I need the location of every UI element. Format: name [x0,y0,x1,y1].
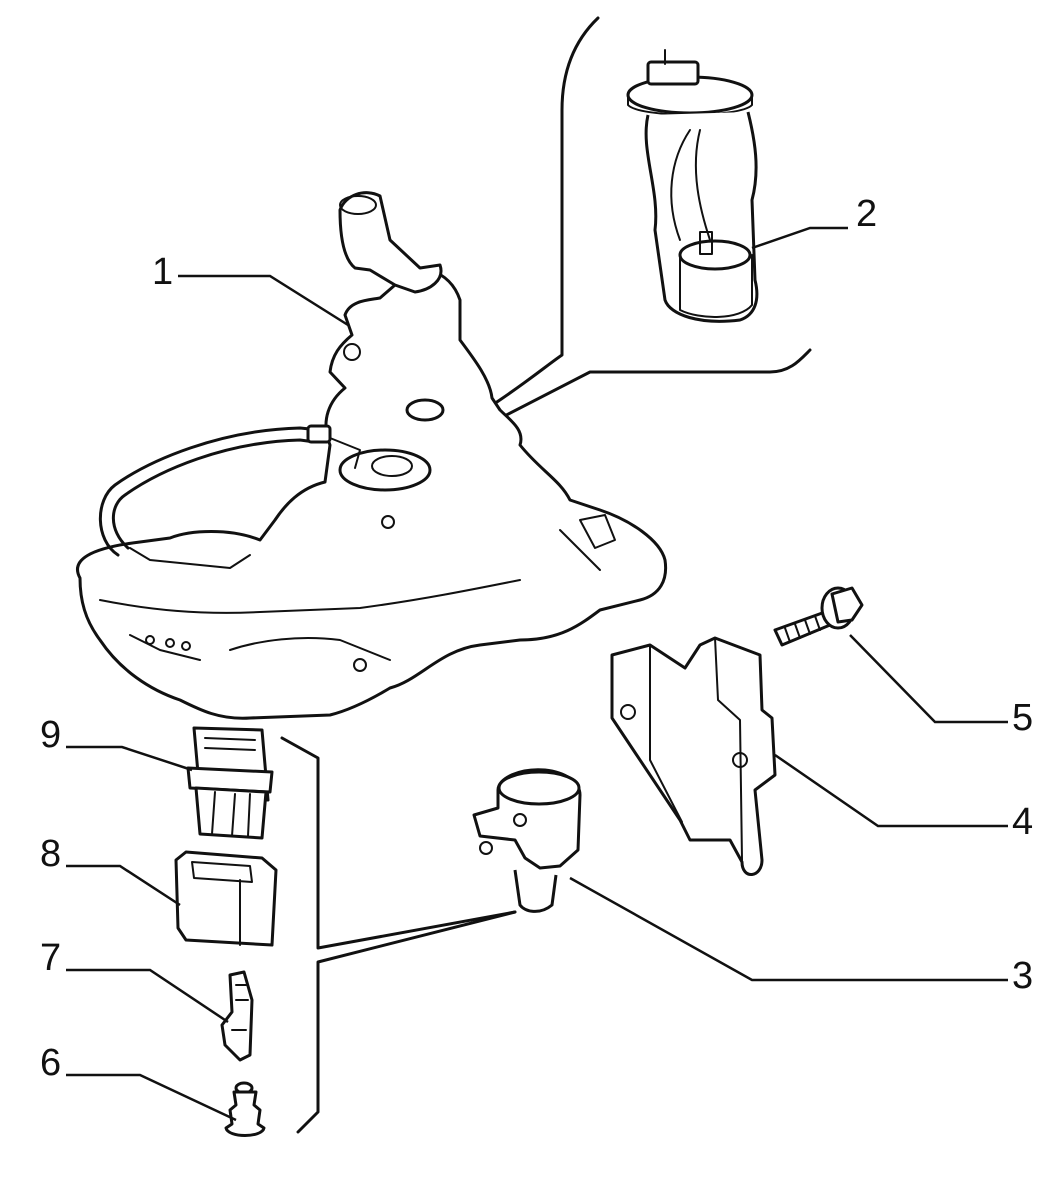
seal-body [224,1090,266,1137]
callout-7: 7 [40,937,61,979]
leader-1 [178,274,349,327]
terminal-body [220,970,254,1062]
hose-clip [306,424,332,444]
callout-1: 1 [152,251,173,293]
pump-motor-top [678,239,752,271]
neck-plug [343,343,361,361]
vent-hose-inner [111,438,317,550]
pump-tube-1 [670,129,691,241]
tank-ridge-1 [99,579,521,614]
leader-lines [66,226,1008,1122]
seal-icon [224,1081,266,1137]
tank-mount-right [579,514,616,549]
callout-labels: 1 2 3 4 5 6 7 8 9 [40,193,1033,1084]
bracket-plate [610,636,777,876]
tank-stud [353,658,367,672]
pump-seat-opening [371,455,413,477]
connector-slots [204,737,256,751]
housing-body [174,850,278,947]
leader-7 [66,968,229,1024]
pump-outlet [699,231,713,255]
bolt-icon [773,586,864,647]
fuel-pump-icon [626,49,759,323]
vent-hose-outer [98,426,322,557]
fuel-tank-icon [76,191,668,720]
valve-spout [513,869,558,913]
callout-4: 4 [1012,801,1033,843]
tank-mount-left [129,634,201,661]
tank-nipple [381,515,395,529]
callout-2: 2 [856,193,877,235]
tank-body [76,268,668,720]
bracket-hole-1 [620,704,636,720]
valve-mount-hole [513,813,527,827]
bracket-hole-2 [732,752,748,768]
terminal-icon [220,970,254,1062]
valve-cap [497,770,581,806]
tank-cap [405,398,445,422]
mount-hole-1 [145,635,155,645]
divider-line-pump [413,348,812,464]
connector-housing-icon [174,850,278,947]
pump-canister [679,254,753,318]
leader-2 [751,226,848,250]
connector-icon [186,726,274,840]
bracket-icon [610,636,777,876]
bolt-head [830,586,864,624]
callout-8: 8 [40,833,61,875]
tank-ridge-2 [129,547,251,569]
housing-slot [191,861,253,883]
pump-tube-2 [694,129,711,241]
callout-9: 9 [40,714,61,756]
terminal-crimps [231,984,249,1031]
valve-icon [472,768,582,913]
bracket-fold-2 [714,637,743,861]
connector-base [194,786,268,840]
tank-ridge-3 [229,637,391,661]
bolt-shank [773,610,832,647]
callout-6: 6 [40,1042,61,1084]
leader-4 [774,753,1008,828]
callout-5: 5 [1012,697,1033,739]
connector-collar [186,766,274,794]
valve-port [479,841,493,855]
mount-hole-2 [165,638,175,648]
leader-9 [66,745,193,772]
tank-ridge-4 [559,529,601,571]
bracket-fold-1 [649,644,683,823]
leader-5 [849,634,1008,724]
callout-3: 3 [1012,955,1033,997]
leader-6 [66,1073,237,1122]
bolt-thread [784,615,821,643]
divider-line-left-upper [280,736,517,950]
connector-ribs [211,791,251,837]
pump-connector-top [646,60,700,86]
mount-hole-3 [181,641,191,651]
filler-neck-opening [339,195,377,215]
filler-neck [338,191,443,294]
hose-connector [329,437,361,469]
leader-8 [66,864,181,907]
divider-line-left-lower [296,910,517,1134]
pump-cage [644,111,759,323]
leader-3 [569,876,1008,982]
